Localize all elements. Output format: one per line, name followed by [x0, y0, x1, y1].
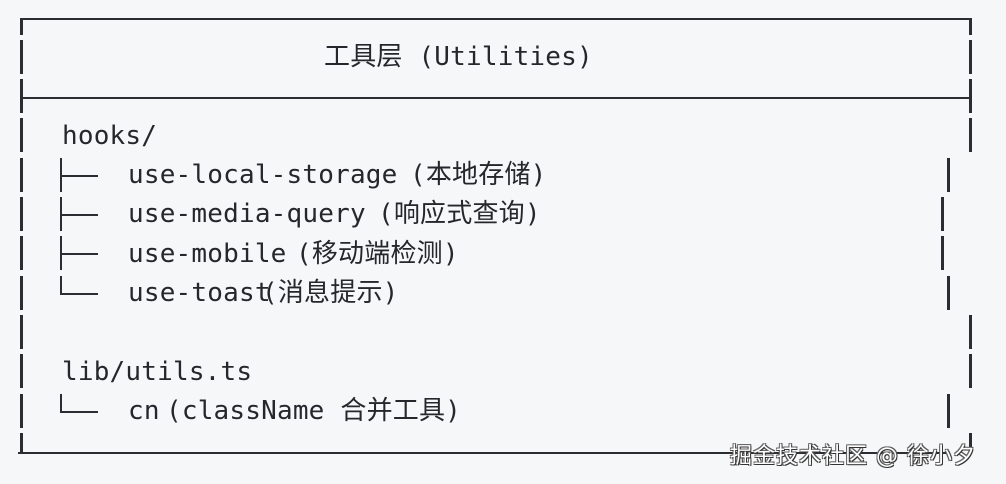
- box-bottom-border: [18, 452, 948, 454]
- tree-item-name: cn: [128, 396, 160, 426]
- tree-item-desc: (本地存储): [410, 160, 547, 190]
- header-separator: [21, 97, 971, 99]
- watermark: 掘金技术社区 @ 徐小夕: [730, 444, 976, 469]
- tree-item-desc: (移动端检测): [296, 239, 459, 269]
- tree-item-desc: (响应式查询): [378, 199, 541, 229]
- diagram-title: 工具层 (Utilities): [324, 42, 593, 72]
- tree-item-desc: (消息提示): [262, 278, 399, 308]
- tree-item-name: use-mobile: [128, 239, 287, 269]
- section-heading-lib: lib/utils.ts: [62, 357, 253, 387]
- box-top-border: [21, 18, 971, 20]
- tree-item-desc: (className 合并工具): [166, 396, 462, 426]
- tree-item-name: use-media-query: [128, 199, 366, 229]
- tree-item-name: use-toast: [128, 278, 271, 308]
- section-heading-hooks: hooks/: [62, 121, 158, 151]
- tree-item-name: use-local-storage: [128, 160, 398, 190]
